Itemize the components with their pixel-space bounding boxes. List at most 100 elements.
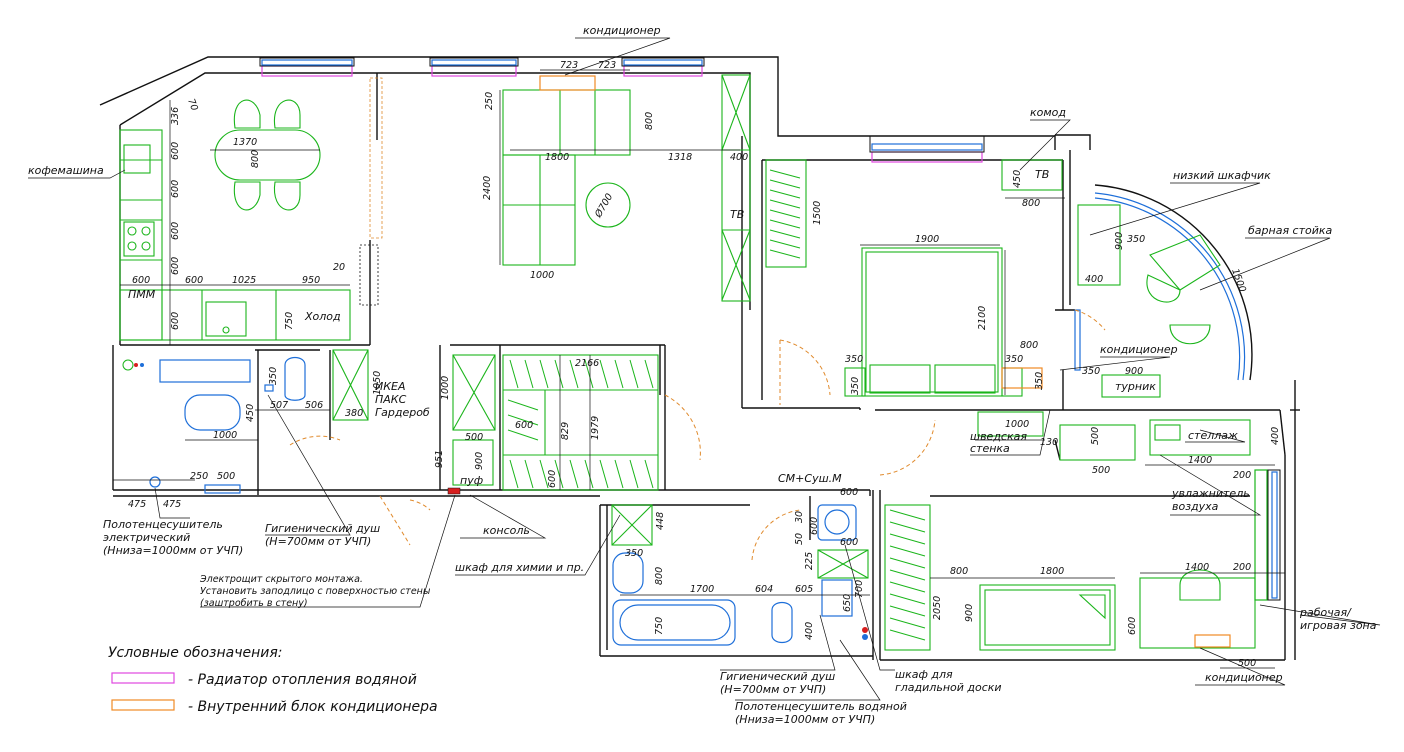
label-stellazh: стеллаж	[1188, 429, 1238, 442]
dim-text: 800	[950, 566, 968, 577]
dim-text: 600	[1127, 617, 1138, 635]
dim-text: 1025	[232, 275, 256, 286]
label-pmm: ПММ	[128, 288, 156, 301]
label-kondicioner-right: кондиционер	[1100, 343, 1178, 356]
dim-text: 1370	[233, 137, 257, 148]
legend: Условные обозначения: - Радиатор отоплен…	[108, 645, 438, 715]
dim-text: 400	[1270, 427, 1281, 445]
label-kondicioner-top: кондиционер	[583, 24, 661, 37]
dim-text: 750	[284, 312, 295, 330]
dim-text: 500	[465, 432, 483, 443]
dim-text: 951	[434, 450, 445, 468]
label-gig-dush-1a: Гигиенический душ	[265, 522, 380, 535]
dim-text: 600	[840, 487, 858, 498]
dim-text: 600	[547, 470, 558, 488]
label-polot-vod-1: Полотенцесушитель водяной	[735, 700, 907, 713]
dim-text: 1700	[690, 584, 714, 595]
hall	[289, 349, 701, 546]
label-kondicioner-bottom: кондиционер	[1205, 671, 1283, 684]
label-polot-el-2: электрический	[103, 531, 190, 544]
dim-text: 350	[850, 377, 861, 395]
dim-text: 1400	[1188, 455, 1212, 466]
label-rabochaya-2: игровая зона	[1300, 619, 1377, 632]
dim-text: 70	[185, 97, 199, 112]
dimension-texts: 723 723 250 800 1800 1318 400 2400 Ø700 …	[128, 60, 1281, 669]
dim-text: 225	[804, 552, 815, 570]
label-ikea-2: ПАКС	[375, 393, 407, 406]
label-polot-el-3: (Нниза=1000мм от УЧП)	[103, 544, 243, 557]
label-shkaf-glad-1: шкаф для	[895, 668, 953, 681]
dim-text: 605	[795, 584, 813, 595]
label-shvedskaya-2: стенка	[970, 442, 1010, 455]
dim-text: 350	[268, 367, 279, 385]
label-shkaf-himii: шкаф для химии и пр.	[455, 561, 584, 574]
label-polot-vod-2: (Нниза=1000мм от УЧП)	[735, 713, 875, 726]
dim-text: 500	[1090, 427, 1101, 445]
dim-text: 900	[474, 452, 485, 470]
dim-text: 30	[794, 511, 805, 523]
dim-text: 200	[1233, 470, 1251, 481]
label-shvedskaya-1: шведская	[970, 430, 1027, 443]
label-komod: комод	[1030, 106, 1066, 119]
dim-text: 475	[128, 499, 146, 510]
dim-text: 900	[964, 604, 975, 622]
dim-text: 50	[794, 533, 805, 545]
label-barnaya-stoyka: барная стойка	[1248, 224, 1333, 237]
dim-text: 350	[1034, 372, 1045, 390]
dim-text: 1500	[812, 201, 823, 225]
legend-radiator-label: - Радиатор отопления водяной	[188, 672, 417, 688]
legend-ac-label: - Внутренний блок кондиционера	[188, 699, 438, 715]
leaders	[28, 37, 1381, 701]
dim-text: 600	[170, 142, 181, 160]
label-kofemashina: кофемашина	[28, 164, 104, 177]
dim-text: 800	[654, 567, 665, 585]
label-shchit-2: Установить заподлицо с поверхностью стен…	[200, 586, 431, 597]
dim-text: 1800	[1040, 566, 1064, 577]
dim-text: 506	[305, 400, 323, 411]
dim-text: 600	[185, 275, 203, 286]
dim-text: 507	[270, 400, 288, 411]
dim-text: 450	[1012, 170, 1023, 188]
label-rabochaya-1: рабочая/	[1299, 606, 1352, 619]
dim-text: 200	[1233, 562, 1251, 573]
dim-text: 1979	[590, 416, 601, 440]
kitchen	[119, 77, 383, 341]
dim-text: 600	[809, 517, 820, 535]
bedroom	[765, 159, 1106, 405]
dim-text: 950	[302, 275, 320, 286]
dim-text: 380	[345, 408, 363, 419]
label-gig-dush-1b: (Н=700мм от УЧП)	[265, 535, 371, 548]
bar-room	[1077, 204, 1221, 398]
dim-text: 1318	[668, 152, 692, 163]
dim-text: 900	[1125, 366, 1143, 377]
label-tv-living: ТВ	[730, 208, 744, 221]
dim-text: 1800	[545, 152, 569, 163]
dim-text: 1500	[1229, 267, 1248, 293]
label-tv-bedroom: ТВ	[1035, 168, 1049, 181]
dim-text: 650	[842, 594, 853, 612]
dim-text: 350	[1005, 354, 1023, 365]
dim-text: 800	[1020, 340, 1038, 351]
dim-text: 1050	[372, 371, 383, 395]
dim-text: 500	[217, 471, 235, 482]
dim-text: 350	[625, 548, 643, 559]
dim-text: 2166	[575, 358, 599, 369]
dim-text: 1900	[915, 234, 939, 245]
dim-text: 600	[515, 420, 533, 431]
label-puf: пуф	[460, 474, 483, 487]
label-holod: Холод	[304, 310, 341, 323]
dim-text: 600	[132, 275, 150, 286]
dimension-lines	[113, 69, 1285, 669]
dim-text: 829	[560, 422, 571, 440]
label-nizkiy-shkafchik: низкий шкафчик	[1173, 169, 1271, 182]
dim-text: 2100	[977, 306, 988, 330]
label-shchit-3: (заштробить в стену)	[200, 598, 308, 609]
legend-radiator-swatch	[111, 672, 175, 684]
dim-text: 500	[1092, 465, 1110, 476]
dim-text: 600	[170, 222, 181, 240]
walls	[99, 56, 1300, 661]
bathroom-2	[611, 419, 936, 646]
label-shchit-1: Электрощит скрытого монтажа.	[199, 574, 363, 585]
label-uvlazh-2: воздуха	[1172, 500, 1219, 513]
